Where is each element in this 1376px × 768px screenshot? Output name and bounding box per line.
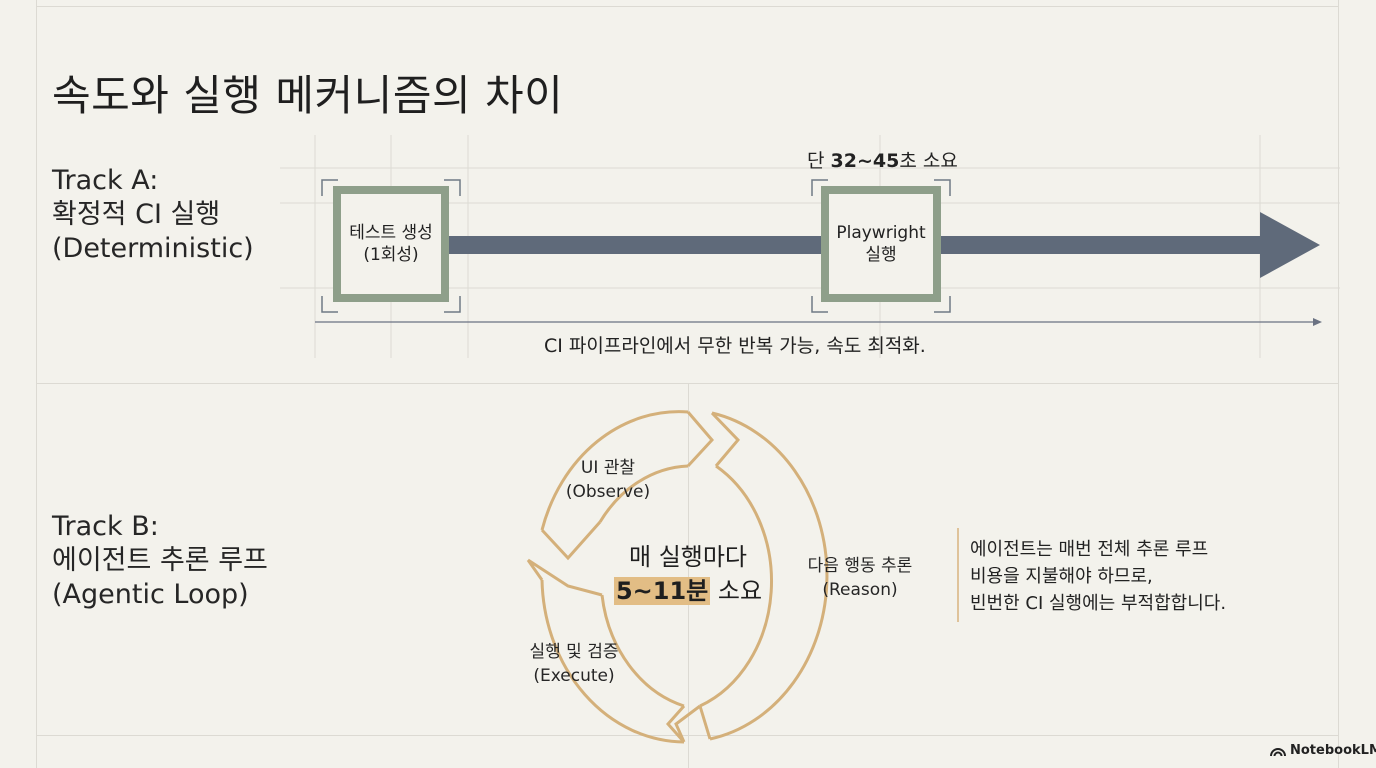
duration-value: 32~45: [830, 150, 900, 172]
box-label-line: 테스트 생성: [349, 223, 433, 243]
agentic-loop-diagram: [526, 410, 829, 744]
duration-prefix: 단: [807, 150, 831, 172]
grid-line-middle: [36, 383, 1338, 384]
box-label-line: Playwright: [836, 223, 926, 243]
duration-highlight: 5~11분: [613, 577, 711, 605]
notebooklm-logo: NotebookLM: [1270, 743, 1376, 758]
loop-label-line: (Reason): [822, 580, 898, 600]
note-line: 빈번한 CI 실행에는 부적합합니다.: [970, 593, 1227, 614]
loop-arc-inner-top: [598, 464, 689, 523]
box-label-line: 실행: [865, 245, 897, 265]
track-b-label: Track B: 에이전트 추론 루프 (Agentic Loop): [52, 510, 268, 612]
loop-arc-outer-bottom: [540, 579, 685, 744]
loop-label-line: 실행 및 검증: [529, 642, 619, 662]
track-b-note: 에이전트는 매번 전체 추론 루프 비용을 지불해야 하므로, 빈번한 CI 실…: [970, 536, 1226, 617]
center-line: 매 실행마다: [628, 543, 748, 571]
track-b-label-line: Track B:: [52, 511, 159, 542]
track-a-label-line: Track A:: [52, 165, 159, 196]
execute-step-label: 실행 및 검증 (Execute): [514, 640, 634, 688]
notebooklm-logo-icon: [1270, 747, 1286, 756]
center-line-duration: 5~11분 소요: [600, 574, 776, 608]
note-accent-bar: [957, 528, 959, 622]
loop-chevron-top: [686, 411, 741, 468]
grid-line-top: [36, 6, 1338, 7]
grid-line-right: [1338, 0, 1339, 768]
track-b-label-line: (Agentic Loop): [52, 579, 249, 610]
track-a-diagram: [280, 135, 1340, 358]
grid-line-bottom: [36, 735, 1338, 736]
box-label-line: (1회성): [363, 245, 419, 265]
duration-suffix: 초 소요: [899, 150, 958, 172]
track-a-label-line: (Deterministic): [52, 233, 254, 264]
loop-chevron-left: [526, 521, 603, 597]
loop-center-duration: 매 실행마다 5~11분 소요: [600, 540, 776, 608]
note-line: 에이전트는 매번 전체 추론 루프: [970, 539, 1209, 560]
timeline-arrow-head: [1260, 212, 1320, 278]
track-a-caption: CI 파이프라인에서 무한 반복 가능, 속도 최적화.: [544, 335, 926, 357]
loop-arc-inner-right: [699, 464, 774, 708]
loop-label-line: UI 관찰: [580, 458, 636, 478]
duration-label-a: 단 32~45초 소요: [807, 146, 958, 173]
test-generation-box: [321, 179, 461, 313]
logo-text: NotebookLM: [1290, 743, 1376, 758]
observe-step-label: UI 관찰 (Observe): [548, 456, 668, 504]
grid-line-left: [36, 0, 37, 768]
reason-step-label: 다음 행동 추론 (Reason): [795, 554, 925, 602]
loop-arc-outer-top: [540, 410, 689, 531]
page-title: 속도와 실행 메커니즘의 차이: [52, 71, 564, 121]
loop-chevron-bottom: [665, 704, 712, 743]
loop-arc-inner-bottom: [600, 594, 685, 708]
track-a-label-line: 확정적 CI 실행: [52, 199, 221, 230]
loop-label-line: (Execute): [533, 666, 615, 686]
test-generation-box-label: 테스트 생성 (1회성): [341, 222, 441, 266]
track-b-label-line: 에이전트 추론 루프: [52, 545, 268, 576]
grid-line-center: [688, 383, 689, 768]
loop-label-line: (Observe): [565, 482, 651, 502]
loop-arc-outer-right: [709, 411, 829, 741]
loop-label-line: 다음 행동 추론: [807, 556, 913, 576]
axis-arrow-head: [1313, 318, 1322, 326]
playwright-run-box-label: Playwright 실행: [829, 222, 933, 266]
playwright-run-box: [811, 179, 951, 313]
duration-suffix-b: 소요: [710, 577, 763, 605]
track-a-label: Track A: 확정적 CI 실행 (Deterministic): [52, 164, 254, 266]
note-line: 비용을 지불해야 하므로,: [970, 566, 1153, 587]
